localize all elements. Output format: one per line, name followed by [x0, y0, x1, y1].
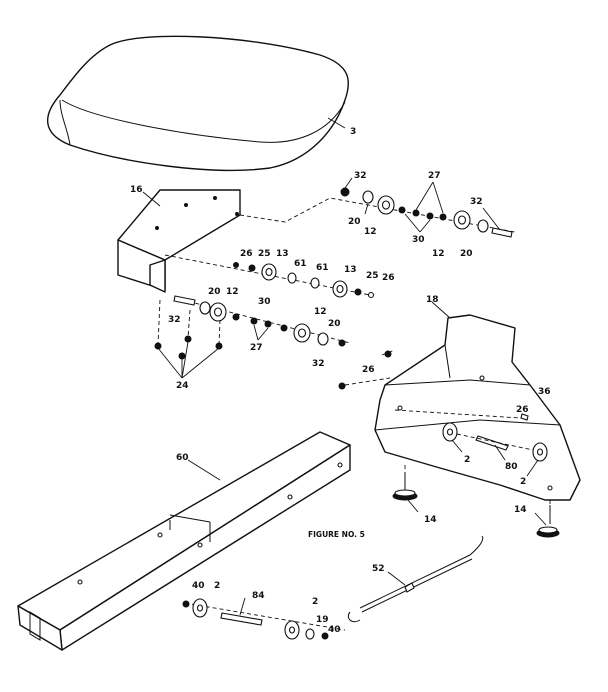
callout-2b: 2: [520, 477, 526, 487]
callout-40b: 40: [328, 625, 341, 635]
callout-12d: 12: [314, 307, 327, 317]
seat-cushion: [47, 35, 349, 172]
callout-61a: 61: [294, 259, 307, 269]
callout-32b: 32: [470, 197, 483, 207]
callout-19: 19: [316, 615, 329, 625]
screws-24: [154, 299, 223, 379]
callout-26b: 26: [382, 273, 395, 283]
frame: [338, 301, 581, 501]
callout-36: 36: [538, 387, 551, 397]
callout-14b: 14: [514, 505, 527, 515]
callout-25a: 25: [258, 249, 271, 259]
callout-25b: 25: [366, 271, 379, 281]
callout-61b: 61: [316, 263, 329, 273]
bottom-axle-hardware: [182, 597, 346, 640]
callout-20a: 20: [348, 217, 361, 227]
rail-tube: [17, 431, 351, 651]
callout-12b: 12: [432, 249, 445, 259]
lower-hardware-row: [173, 295, 351, 347]
upper-hardware-row: [239, 177, 516, 238]
leveler-feet: [392, 465, 560, 538]
callout-32a: 32: [354, 171, 367, 181]
callout-3: 3: [350, 127, 356, 137]
callout-13b: 13: [344, 265, 357, 275]
callout-2a: 2: [464, 455, 470, 465]
callout-2d: 2: [312, 597, 318, 607]
frame-wheels: [442, 422, 548, 477]
callout-30b: 30: [258, 297, 271, 307]
callout-26d: 26: [516, 405, 529, 415]
middle-hardware-row: [164, 254, 375, 299]
callout-20c: 20: [208, 287, 221, 297]
callout-labels: 3 16 18 60 32 27 32 20 12 30 12 20 26 25…: [130, 127, 551, 635]
callout-20d: 20: [328, 319, 341, 329]
callout-32c: 32: [312, 359, 325, 369]
callout-26c: 26: [362, 365, 375, 375]
callout-30a: 30: [412, 235, 425, 245]
callout-84: 84: [252, 591, 265, 601]
cable-assembly: [347, 535, 484, 623]
callout-32d: 32: [168, 315, 181, 325]
callout-40a: 40: [192, 581, 205, 591]
callout-27b: 27: [250, 343, 263, 353]
figure-caption: FIGURE NO. 5: [308, 530, 365, 539]
callout-14a: 14: [424, 515, 437, 525]
callout-18: 18: [426, 295, 439, 305]
callout-20b: 20: [460, 249, 473, 259]
callout-27a: 27: [428, 171, 441, 181]
seat-bracket: [117, 189, 241, 293]
callout-80: 80: [505, 462, 518, 472]
callout-60: 60: [176, 453, 189, 463]
callout-24: 24: [176, 381, 189, 391]
callout-12c: 12: [226, 287, 239, 297]
callout-13a: 13: [276, 249, 289, 259]
callout-12a: 12: [364, 227, 377, 237]
callout-2c: 2: [214, 581, 220, 591]
callout-26a: 26: [240, 249, 253, 259]
callout-52: 52: [372, 564, 385, 574]
callout-16: 16: [130, 185, 143, 195]
